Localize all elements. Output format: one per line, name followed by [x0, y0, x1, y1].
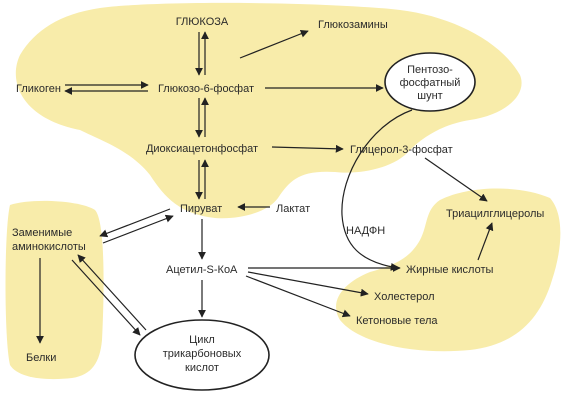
node-fatty-acids: Жирные кислоты — [406, 264, 493, 276]
arrow-aminoacids-tca — [71, 254, 147, 336]
amino-line-2: аминокислоты — [12, 241, 86, 253]
node-lactate: Лактат — [276, 203, 310, 215]
node-glycogen: Гликоген — [16, 83, 61, 95]
node-cholesterol: Холестерол — [374, 291, 435, 303]
pentose-line-1: Пентозо- — [407, 64, 453, 76]
arrow-acetylcoa-to-cholesterol — [247, 271, 369, 297]
arrow-acetylcoa-to-ketone-bodies — [245, 275, 351, 318]
tca-cycle-oval — [134, 319, 270, 391]
right-region-background — [336, 188, 561, 352]
node-acetyl-coa: Ацетил-S-КоА — [166, 264, 238, 276]
arrow-glycogen-g6p — [64, 81, 149, 95]
label-nadph: НАДФН — [346, 225, 385, 237]
node-pyruvate: Пируват — [180, 203, 222, 215]
tca-line-2: трикарбоновых — [163, 348, 242, 360]
node-glucose: ГЛЮКОЗА — [176, 16, 229, 28]
arrow-glucose-to-g6p — [195, 31, 209, 76]
amino-line-1: Заменимые — [12, 227, 72, 239]
node-tca-cycle: Цикл трикарбоновых кислот — [163, 334, 242, 374]
pentose-line-3: шунт — [417, 90, 442, 102]
node-ketone-bodies: Кетоновые тела — [356, 315, 438, 327]
node-dioxyacetone-phosphate: Диоксиацетонфосфат — [146, 143, 258, 155]
arrow-glucose-to-glucosamines — [239, 29, 309, 59]
node-proteins: Белки — [26, 352, 56, 364]
top-region-background — [15, 2, 522, 219]
arrow-g6p-dhap — [195, 97, 209, 138]
node-glycerol-3-phosphate: Глицерол-3-фосфат — [350, 144, 453, 156]
arrow-dhap-pyruvate — [195, 159, 209, 200]
tca-line-3: кислот — [185, 362, 219, 374]
tca-line-1: Цикл — [189, 334, 215, 346]
node-glucosamines: Глюкозамины — [318, 19, 388, 31]
node-nonessential-amino-acids: Заменимые аминокислоты — [12, 227, 86, 253]
arrow-pyruvate-aminoacids — [99, 208, 174, 244]
arrow-glycerol3p-to-tag — [424, 157, 488, 202]
arrow-dhap-to-glycerol3p — [271, 144, 344, 153]
pentose-line-2: фосфатный — [400, 77, 461, 89]
arrow-fatty-acids-to-tag — [477, 222, 494, 261]
node-pentose-phosphate-shunt: Пентозо- фосфатный шунт — [400, 64, 461, 102]
pentose-shunt-oval — [384, 52, 476, 112]
node-glucose-6-phosphate: Глюкозо-6-фосфат — [158, 83, 254, 95]
left-region-background — [5, 200, 104, 380]
arrow-pentose-nadph-to-fatty-acids — [341, 109, 413, 271]
node-triacylglycerols: Триацилглицеролы — [446, 208, 544, 220]
